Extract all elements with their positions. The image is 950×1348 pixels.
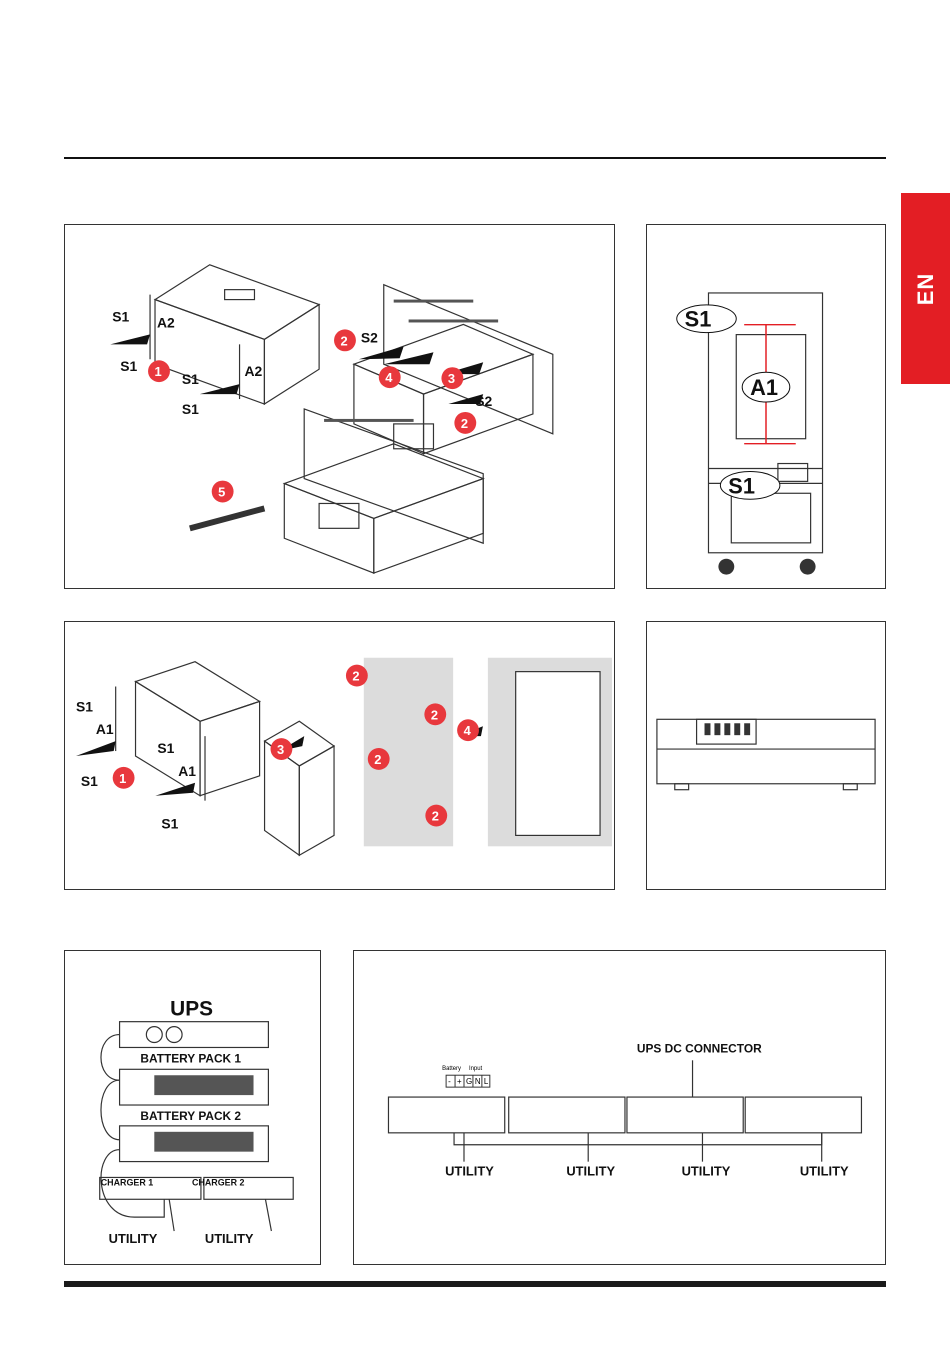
- step-badge-2: 2: [334, 329, 356, 351]
- parallel-chargers-illustration: UPS DC CONNECTOR Battery Input - + G N L…: [354, 951, 885, 1264]
- svg-text:1: 1: [119, 771, 126, 786]
- svg-text:3: 3: [277, 742, 284, 757]
- figure-ups-battery-chargers: UPS BATTERY PACK 1 BATTERY PACK 2 CHARGE…: [64, 950, 321, 1265]
- svg-text:2: 2: [352, 669, 359, 684]
- ups-dc-connector-label: UPS DC CONNECTOR: [637, 1041, 762, 1055]
- utility-label: UTILITY: [109, 1231, 158, 1246]
- figure-tower-mount: S1 A1 S1: [646, 224, 886, 589]
- header-rule: [64, 157, 886, 159]
- label-s1: S1: [182, 401, 199, 417]
- svg-text:2: 2: [374, 752, 381, 767]
- svg-text:1: 1: [155, 364, 162, 379]
- terminal-neutral: N: [475, 1077, 481, 1086]
- step-badge-4: 4: [457, 719, 479, 741]
- label-a2: A2: [157, 314, 175, 330]
- label-s1: S1: [182, 371, 199, 387]
- battery-pack-2-label: BATTERY PACK 2: [140, 1109, 241, 1123]
- language-tab-label: EN: [913, 272, 939, 305]
- charger-2-label: CHARGER 2: [192, 1177, 245, 1187]
- label-s1: S1: [76, 698, 93, 714]
- svg-text:4: 4: [385, 370, 393, 385]
- label-s1: S1: [685, 307, 712, 332]
- label-a1: A1: [178, 763, 196, 779]
- utility-label: UTILITY: [205, 1231, 254, 1246]
- label-s1: S1: [120, 358, 137, 374]
- figure-charger-front: [646, 621, 886, 890]
- utility-label: UTILITY: [566, 1164, 615, 1179]
- figure-parallel-chargers: UPS DC CONNECTOR Battery Input - + G N L…: [353, 950, 886, 1265]
- wall-mount-illustration: S1 A1 S1 S1 A1 S1 1 2 2 2 2 3 4: [65, 622, 614, 889]
- step-badge-4: 4: [379, 366, 401, 388]
- utility-label: UTILITY: [445, 1164, 494, 1179]
- svg-text:2: 2: [431, 707, 438, 722]
- utility-label: UTILITY: [682, 1164, 731, 1179]
- figure-charger-rack-mount: S1 A2 S1 S1 A2 S1 S2 S2 1 2 2 3 4 5: [64, 224, 615, 589]
- svg-text:5: 5: [218, 485, 225, 500]
- label-a1: A1: [96, 721, 114, 737]
- footer-rule: [64, 1281, 886, 1287]
- svg-text:2: 2: [432, 809, 439, 824]
- utility-label: UTILITY: [800, 1164, 849, 1179]
- battery-label: Battery: [442, 1066, 461, 1072]
- label-s2: S2: [361, 329, 378, 345]
- terminal-plus: +: [457, 1077, 462, 1086]
- ups-battery-chargers-illustration: UPS BATTERY PACK 1 BATTERY PACK 2 CHARGE…: [65, 951, 320, 1264]
- step-badge-2: 2: [424, 703, 446, 725]
- label-s1: S1: [157, 740, 174, 756]
- svg-text:3: 3: [448, 371, 455, 386]
- step-badge-2: 2: [368, 748, 390, 770]
- svg-text:2: 2: [461, 416, 468, 431]
- step-badge-3: 3: [271, 738, 293, 760]
- terminal-ground: G: [466, 1077, 472, 1086]
- charger-front-illustration: [647, 622, 885, 889]
- step-badge-2: 2: [346, 665, 368, 687]
- label-a1: A1: [750, 375, 778, 400]
- figure-wall-mount: S1 A1 S1 S1 A1 S1 1 2 2 2 2 3 4: [64, 621, 615, 890]
- charger-rack-mount-illustration: S1 A2 S1 S1 A2 S1 S2 S2 1 2 2 3 4 5: [65, 225, 614, 588]
- svg-text:2: 2: [340, 333, 347, 348]
- step-badge-1: 1: [148, 360, 170, 382]
- label-s1: S1: [81, 773, 98, 789]
- step-badge-2: 2: [425, 805, 447, 827]
- battery-pack-1-label: BATTERY PACK 1: [140, 1051, 241, 1065]
- input-label: Input: [469, 1066, 483, 1072]
- language-tab[interactable]: EN: [901, 193, 950, 384]
- label-s2: S2: [475, 393, 492, 409]
- charger-1-label: CHARGER 1: [101, 1177, 154, 1187]
- terminal-minus: -: [448, 1077, 451, 1086]
- svg-text:4: 4: [464, 723, 472, 738]
- label-s1: S1: [728, 473, 755, 498]
- step-badge-3: 3: [441, 367, 463, 389]
- label-a2: A2: [245, 363, 263, 379]
- terminal-line: L: [484, 1077, 489, 1086]
- label-s1: S1: [112, 308, 129, 324]
- tower-mount-illustration: S1 A1 S1: [647, 225, 885, 588]
- step-badge-2: 2: [454, 412, 476, 434]
- step-badge-5: 5: [212, 481, 234, 503]
- label-s1: S1: [161, 815, 178, 831]
- step-badge-1: 1: [113, 767, 135, 789]
- ups-title: UPS: [170, 998, 213, 1021]
